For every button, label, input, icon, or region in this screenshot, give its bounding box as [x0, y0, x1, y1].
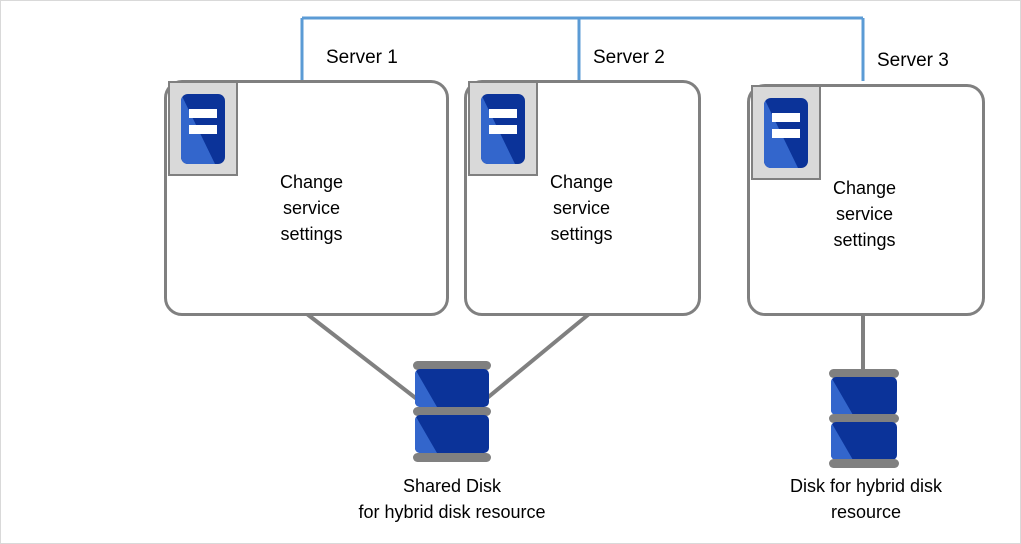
server-icon-bar-bottom — [189, 124, 217, 134]
server-icon-glyph — [764, 97, 808, 168]
server-icon-2 — [468, 81, 538, 176]
disk-body-top — [415, 369, 489, 407]
shared-disk-icon — [413, 361, 491, 462]
server-body-text-1: Change service settings — [279, 172, 344, 244]
server-icon-glyph — [181, 93, 225, 164]
server-icon-bar-top — [772, 112, 800, 122]
server3-disk-icon — [829, 369, 899, 468]
disk-connector-lines — [305, 312, 865, 415]
disk-cap-middle — [413, 407, 491, 416]
server-label-2: Server 2 — [593, 47, 665, 68]
disk-cap-top — [413, 361, 491, 370]
server-icon-bar-top — [489, 108, 517, 118]
disk-highlight — [831, 377, 853, 415]
server-icon-bar-bottom — [489, 124, 517, 134]
server-icon-bar-bottom — [772, 128, 800, 138]
disk-cap-top — [829, 369, 899, 378]
server-icon-bar-top — [189, 108, 217, 118]
server-body-text-2: Change service settings — [549, 172, 614, 244]
server-label-1: Server 1 — [326, 47, 398, 68]
server-box-1[interactable] — [164, 80, 449, 316]
disk-highlight — [415, 415, 437, 453]
disk-cap-middle — [829, 414, 899, 423]
disk-highlight — [831, 422, 853, 460]
server-icon-3 — [751, 85, 821, 180]
server-icon-glyph — [481, 93, 525, 164]
disk-body-bottom — [831, 422, 897, 460]
shared-disk-caption: Shared Disk for hybrid disk resource — [358, 476, 546, 522]
disk-body-top — [831, 377, 897, 415]
server-body-text-3: Change service settings — [832, 178, 897, 250]
server3-disk-caption: Disk for hybrid disk resource — [789, 476, 943, 522]
disk-cap-bottom — [413, 453, 491, 462]
disk-body-bottom — [415, 415, 489, 453]
server-icon-1 — [168, 81, 238, 176]
disk-highlight — [415, 369, 437, 407]
server-label-3: Server 3 — [877, 50, 949, 71]
disk-cap-bottom — [829, 459, 899, 468]
